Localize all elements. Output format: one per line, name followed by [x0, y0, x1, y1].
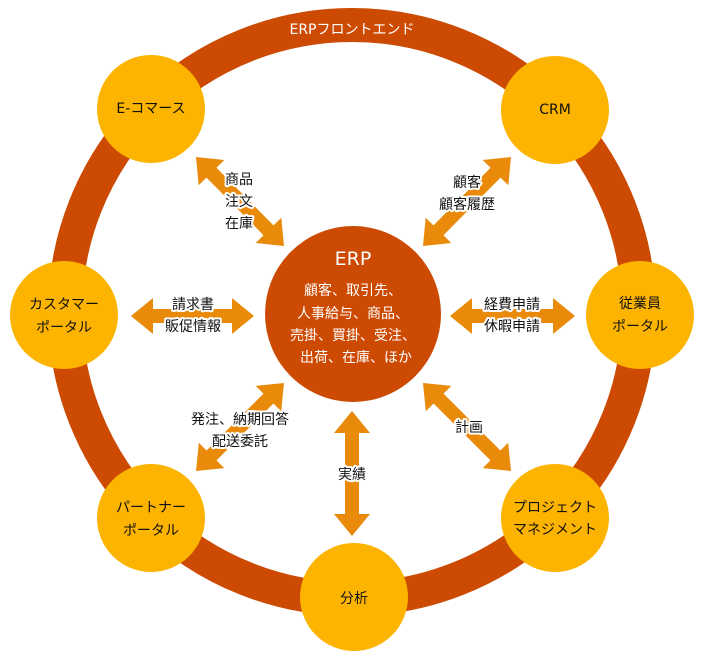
flow-label: 顧客: [453, 174, 481, 191]
ring-label: ERPフロントエンド: [289, 22, 414, 38]
flow-label: 販促情報: [165, 319, 221, 335]
arrow-customer-portal: [131, 298, 254, 334]
node-label: パートナー: [116, 500, 186, 516]
flow-label: 顧客履歴: [439, 196, 495, 213]
node-label: 従業員: [619, 296, 661, 312]
node-label: ポータル: [123, 523, 179, 539]
flow-label: 実績: [338, 467, 366, 483]
arrow-ecommerce: [196, 157, 284, 246]
node-label: ポータル: [612, 319, 668, 335]
arrow-project-management: [423, 383, 511, 471]
node-label: 分析: [340, 591, 368, 607]
arrow-analytics: [334, 411, 370, 536]
node-customer-portal: カスタマー ポータル: [10, 261, 118, 369]
erp-data-line: 顧客、取引先、: [304, 282, 402, 299]
flow-labels: 商品 注文 在庫 顧客 顧客履歴 請求書 販促情報 経費申請 休暇申請 発注、納…: [163, 170, 542, 485]
erp-center-circle: [265, 226, 441, 402]
flow-label: 注文: [225, 194, 253, 210]
node-label: CRM: [539, 102, 571, 118]
erp-data-line: 人事給与、商品、: [297, 306, 409, 322]
node-circle: [586, 261, 694, 369]
flow-label: 請求書: [172, 297, 214, 313]
node-circle: [97, 55, 205, 163]
arrow-employee-portal: [450, 298, 575, 334]
node-circle: [501, 464, 609, 572]
node-label: プロジェクト: [513, 500, 597, 516]
arrow-crm: [423, 157, 511, 246]
node-label: カスタマー: [29, 297, 99, 313]
node-project-management: プロジェクト マネジメント: [501, 464, 609, 572]
erp-data-line: 出荷、在庫、ほか: [300, 349, 412, 366]
arrow-partner-portal: [196, 383, 284, 471]
arrows: [131, 157, 575, 536]
node-circle: [10, 261, 118, 369]
node-ecommerce: E-コマース: [97, 55, 205, 163]
node-label: マネジメント: [513, 522, 597, 538]
flow-label: 計画: [455, 420, 483, 436]
flow-label: 経費申請: [484, 297, 540, 313]
node-circle: [97, 464, 205, 572]
flow-label: 在庫: [225, 215, 253, 232]
erp-data-line: 売掛、買掛、受注、: [290, 328, 416, 344]
erp-title: ERP: [335, 248, 372, 270]
flow-label: 発注、納期回答: [191, 411, 289, 428]
node-crm: CRM: [501, 56, 609, 164]
node-analytics: 分析: [300, 543, 408, 651]
node-circle: [501, 56, 609, 164]
node-label: ポータル: [36, 320, 92, 336]
node-label: E-コマース: [116, 101, 185, 117]
flow-label: 商品: [225, 172, 253, 188]
node-employee-portal: 従業員 ポータル: [586, 261, 694, 369]
node-partner-portal: パートナー ポータル: [97, 464, 205, 572]
flow-label: 配送委託: [212, 434, 268, 450]
node-circle: [300, 543, 408, 651]
flow-label: 休暇申請: [484, 319, 540, 335]
